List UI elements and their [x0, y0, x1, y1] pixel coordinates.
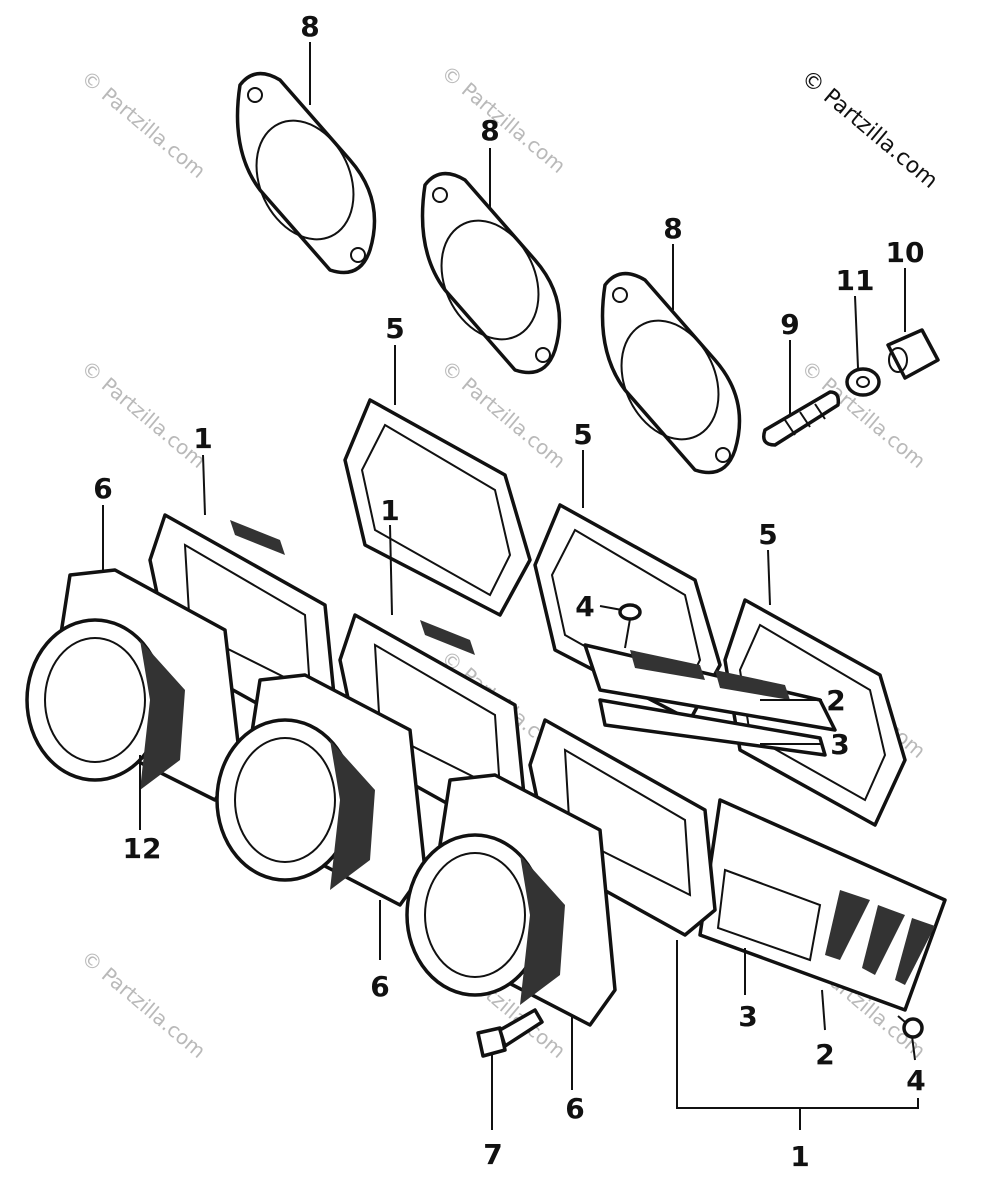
callout-label: 7: [483, 1138, 502, 1171]
callout-label: 11: [836, 264, 875, 297]
stud-9: [762, 390, 841, 447]
callout-label: 1: [380, 494, 399, 527]
callout-label: 6: [93, 472, 112, 505]
leader-lines: [102, 42, 919, 1130]
reed-block-1-right: [528, 718, 717, 937]
callout-label: 5: [385, 312, 404, 345]
callout-label: 8: [300, 10, 319, 43]
reed-plate-2-3-upper: [583, 643, 837, 757]
callout-label: 1: [790, 1140, 809, 1173]
watermark: © Partzilla.com: [77, 945, 211, 1063]
reed-plate-2-3-lower: [698, 798, 947, 1012]
callout-label: 2: [815, 1038, 834, 1071]
copyright-text: © Partzilla.com: [796, 65, 942, 193]
callout-label: 3: [830, 728, 849, 761]
callout-label: 9: [780, 308, 799, 341]
callout-label: 2: [826, 684, 845, 717]
callout-label: 5: [573, 418, 592, 451]
callout-label: 5: [758, 518, 777, 551]
gasket-5-top: [343, 398, 532, 617]
callout-label: 10: [886, 236, 925, 269]
callout-label: 8: [480, 114, 499, 147]
gasket-8-right: [600, 271, 742, 475]
washer-11: [845, 367, 881, 397]
flange-6-left: [25, 568, 242, 802]
callout-label: 4: [906, 1064, 925, 1097]
flange-6-right: [405, 773, 617, 1027]
callout-label: 3: [738, 1000, 757, 1033]
callout-label: 4: [575, 590, 594, 623]
callout-label: 12: [123, 832, 162, 865]
callouts: 8 8 8 10 11 9 5 5 5 1 1 6 4 2 3 12 6 3 2…: [93, 10, 925, 1173]
watermark: © Partzilla.com: [77, 65, 211, 183]
gasket-8-middle: [420, 171, 562, 375]
gasket-8-left: [235, 71, 377, 275]
callout-label: 1: [193, 422, 212, 455]
callout-label: 6: [565, 1092, 584, 1125]
callout-label: 6: [370, 970, 389, 1003]
screw-4-upper: [618, 603, 642, 649]
watermark: © Partzilla.com: [77, 355, 211, 473]
nut-10: [886, 328, 940, 380]
callout-label: 8: [663, 212, 682, 245]
flange-6-middle: [215, 673, 427, 907]
watermark: © Partzilla.com: [437, 60, 571, 178]
bolt-7: [476, 1008, 544, 1058]
